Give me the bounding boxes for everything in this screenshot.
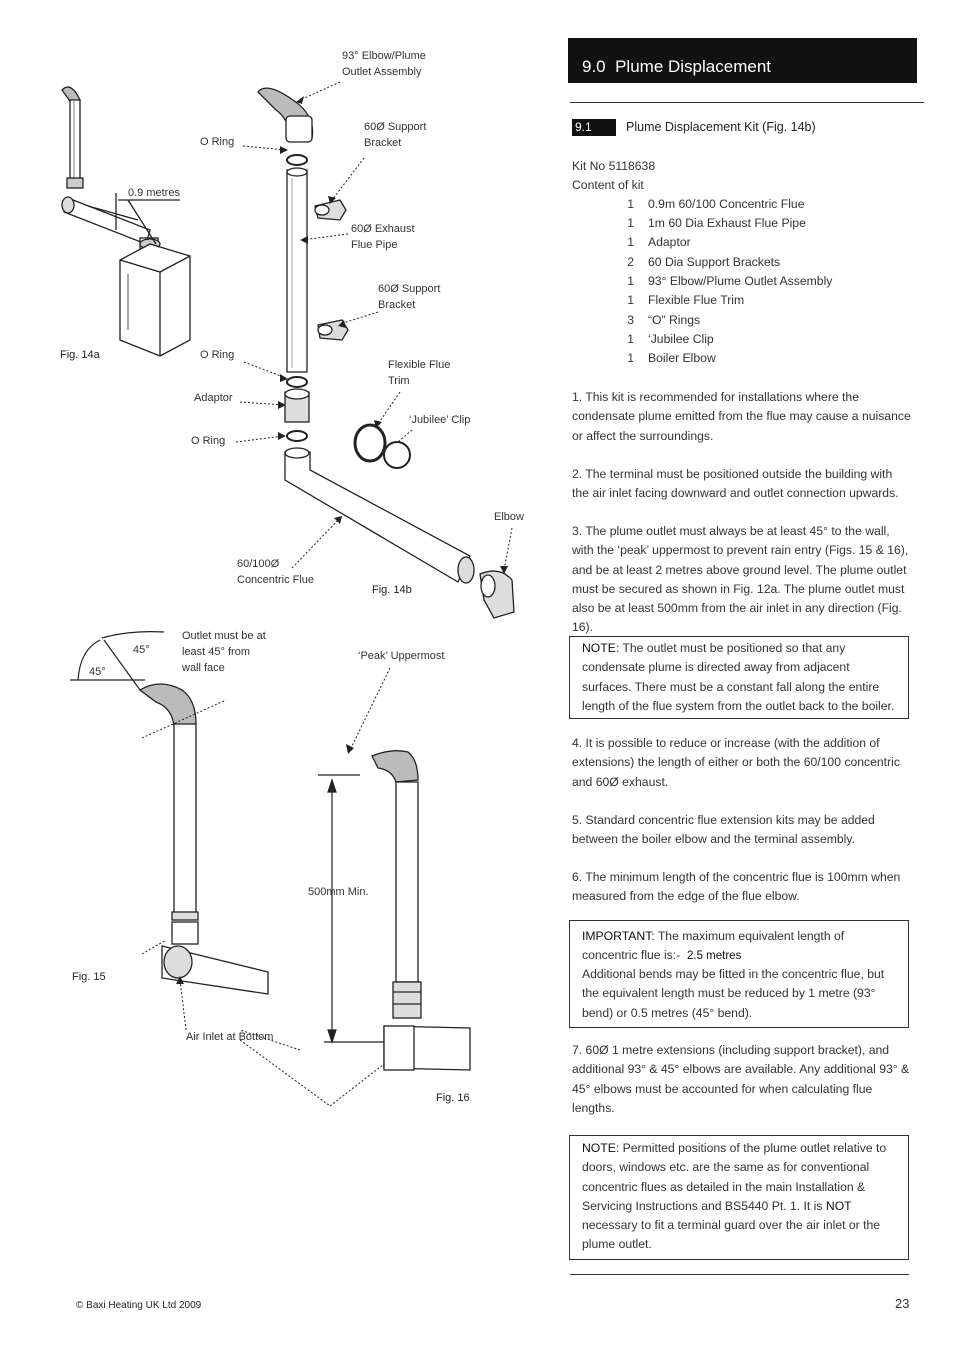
label-elbow-plume-2: Outlet Assembly	[342, 66, 422, 78]
fig15-outlet-note-1: Outlet must be at	[182, 630, 266, 642]
label-exhaust-2: Flue Pipe	[351, 239, 398, 251]
fig15-outlet-note-2: least 45° from	[182, 646, 250, 658]
label-concentric-2: Concentric Flue	[237, 574, 315, 586]
fig14a-length-label: 0.9 metres	[128, 187, 180, 199]
footer-divider	[570, 1274, 909, 1275]
section-header: 9.0 Plume Displacement	[568, 38, 917, 83]
kit-content-label: Content of kit	[572, 178, 644, 192]
label-support-bottom-1: 60Ø Support	[378, 283, 441, 295]
page-number: 23	[895, 1296, 910, 1311]
note-2-text: NOTE: Permitted positions of the plume o…	[582, 1141, 887, 1252]
label-concentric-1: 60/100Ø	[237, 558, 280, 570]
important-text: IMPORTANT: The maximum equivalent length…	[582, 929, 845, 963]
fig15-angle-a: 45°	[133, 644, 150, 656]
subsection-number: 9.1	[572, 119, 616, 136]
fig14b-caption: Fig. 14b	[372, 584, 412, 596]
note-box-1: NOTE: The outlet must be positioned so t…	[569, 636, 909, 719]
important-box: IMPORTANT: The maximum equivalent length…	[569, 920, 909, 1028]
note-1-text: NOTE: The outlet must be positioned so t…	[582, 641, 895, 713]
copyright: © Baxi Heating UK Ltd 2009	[76, 1300, 202, 1311]
paragraph-3: 3. The plume outlet must always be at le…	[572, 524, 909, 635]
fig16-caption: Fig. 16	[436, 1092, 470, 1104]
label-flexible-trim-1: Flexible Flue	[388, 359, 451, 371]
fig15-caption: Fig. 15	[72, 971, 106, 983]
subsection-title: Plume Displacement Kit (Fig. 14b)	[626, 120, 816, 134]
fig15-drawing	[70, 679, 269, 995]
label-elbow: Elbow	[494, 511, 524, 523]
label-oring-top: O Ring	[200, 136, 235, 148]
label-elbow-plume-1: 93° Elbow/Plume	[342, 50, 426, 62]
label-oring-mid: O Ring	[200, 349, 235, 361]
fig16-min-label: 500mm Min.	[308, 886, 369, 898]
label-oring-bottom: O Ring	[191, 435, 226, 447]
paragraph-5: 5. Standard concentric flue extension ki…	[572, 813, 875, 847]
label-support-top-1: 60Ø Support	[364, 121, 427, 133]
label-support-top-2: Bracket	[364, 137, 402, 149]
fig14a-caption: Fig. 14a	[60, 349, 100, 361]
label-support-bottom-2: Bracket	[378, 299, 416, 311]
note-box-2: NOTE: Permitted positions of the plume o…	[569, 1135, 909, 1260]
header-divider	[570, 102, 924, 103]
paragraph-2: 2. The terminal must be positioned outsi…	[572, 467, 899, 501]
fig16-peak-label: ‘Peak’ Uppermost	[358, 650, 445, 662]
kit-number: Kit No 5118638	[572, 159, 656, 173]
label-jubilee: ‘Jubilee’ Clip	[409, 414, 471, 426]
paragraph-6: 6. The minimum length of the concentric …	[572, 870, 901, 904]
paragraph-4: 4. It is possible to reduce or increase …	[572, 736, 900, 789]
label-flexible-trim-2: Trim	[388, 375, 410, 387]
label-adaptor: Adaptor	[194, 392, 233, 404]
fig15-angle-b: 45°	[89, 666, 106, 678]
section-title: 9.0 Plume Displacement	[582, 57, 771, 76]
fig14b-drawing	[257, 87, 515, 619]
fig16-drawing	[318, 750, 471, 1071]
air-inlet-label: Air Inlet at Bottom	[186, 1031, 274, 1043]
label-exhaust-1: 60Ø Exhaust	[351, 223, 415, 235]
fig14a-drawing	[61, 86, 191, 357]
important-text-2: Additional bends may be fitted in the co…	[582, 967, 885, 1020]
fig15-outlet-note-3: wall face	[182, 662, 225, 674]
paragraph-1: 1. This kit is recommended for installat…	[572, 390, 911, 443]
installation-diagrams	[61, 81, 515, 1107]
paragraph-7: 7. 60Ø 1 metre extensions (including sup…	[572, 1043, 910, 1115]
